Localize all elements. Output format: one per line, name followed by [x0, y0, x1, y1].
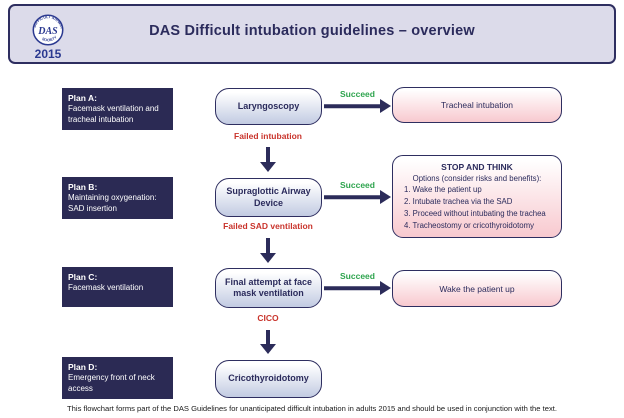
- arrow-shaft: [324, 286, 382, 290]
- plan-b-box: Plan B: Maintaining oxygenation: SAD ins…: [62, 177, 173, 220]
- plan-b-description: Maintaining oxygenation: SAD insertion: [68, 193, 157, 213]
- succeed-label-plan-a: Succeed: [340, 89, 375, 99]
- stop-option-1: 1. Wake the patient up: [404, 185, 482, 194]
- logo-acronym: DAS: [37, 26, 58, 37]
- node-sad-label: Supraglottic Airway Device: [226, 186, 311, 208]
- stop-and-think-box: STOP AND THINK Options (consider risks a…: [392, 155, 562, 238]
- arrow-shaft: [324, 104, 382, 108]
- down-arrow-failed-intubation: [260, 147, 276, 172]
- stop-and-think-subtitle: Options (consider risks and benefits):: [412, 174, 542, 183]
- logo-arc-bottom-text: SOCIETY: [41, 35, 58, 43]
- node-final-attempt-label: Final attempt at face mask ventilation: [224, 276, 313, 298]
- footer-note: This flowchart forms part of the DAS Gui…: [67, 404, 557, 413]
- outcome-tracheal-intubation: Tracheal intubation: [392, 87, 562, 123]
- plan-c-box: Plan C: Facemask ventilation: [62, 267, 173, 307]
- arrow-head: [260, 162, 276, 172]
- succeed-arrow-plan-c: [324, 281, 391, 295]
- das-logo: DIFFICULT AIRWAY SOCIETY DAS 2015: [22, 8, 74, 64]
- failed-sad-ventilation-label: Failed SAD ventilation: [223, 221, 313, 231]
- plan-c-label: Plan C:: [68, 272, 98, 282]
- header-banner: DIFFICULT AIRWAY SOCIETY DAS 2015 DAS Di…: [8, 4, 616, 64]
- node-laryngoscopy-label: Laryngoscopy: [237, 100, 300, 111]
- stop-and-think-options: 1. Wake the patient up 2. Intubate trach…: [397, 184, 557, 232]
- node-laryngoscopy: Laryngoscopy: [215, 88, 322, 125]
- failed-intubation-label: Failed intubation: [234, 131, 302, 141]
- node-cricothyroidotomy: Cricothyroidotomy: [215, 360, 322, 398]
- arrow-head: [260, 253, 276, 263]
- plan-b-label: Plan B:: [68, 182, 98, 192]
- outcome-tracheal-intubation-label: Tracheal intubation: [441, 100, 513, 110]
- arrow-head: [380, 99, 391, 113]
- outcome-wake-patient-up-label: Wake the patient up: [439, 283, 515, 294]
- stop-option-3: 3. Proceed without intubating the trache…: [404, 209, 546, 218]
- plan-d-description: Emergency front of neck access: [68, 373, 155, 393]
- arrow-head: [380, 281, 391, 295]
- node-cricothyroidotomy-label: Cricothyroidotomy: [228, 373, 309, 384]
- arrow-shaft: [324, 195, 382, 199]
- stop-option-4: 4. Tracheostomy or cricothyroidotomy: [404, 221, 534, 230]
- node-final-attempt-facemask: Final attempt at face mask ventilation: [215, 268, 322, 308]
- arrow-head: [380, 190, 391, 204]
- das-logo-icon: DIFFICULT AIRWAY SOCIETY DAS: [32, 14, 64, 46]
- arrow-shaft: [266, 147, 270, 163]
- node-supraglottic-airway-device: Supraglottic Airway Device: [215, 178, 322, 217]
- logo-year: 2015: [34, 47, 62, 61]
- plan-a-box: Plan A: Facemask ventilation and trachea…: [62, 88, 173, 131]
- outcome-wake-patient-up: Wake the patient up: [392, 270, 562, 307]
- page-title: DAS Difficult intubation guidelines – ov…: [149, 23, 475, 39]
- svg-text:SOCIETY: SOCIETY: [41, 35, 58, 43]
- down-arrow-failed-sad: [260, 238, 276, 263]
- plan-a-label: Plan A:: [68, 93, 97, 103]
- arrow-head: [260, 344, 276, 354]
- arrow-shaft: [266, 238, 270, 254]
- succeed-label-plan-b: Succeed: [340, 180, 375, 190]
- arrow-shaft: [266, 330, 270, 345]
- cico-label: CICO: [257, 313, 279, 323]
- succeed-arrow-plan-b: [324, 190, 391, 204]
- down-arrow-cico: [260, 330, 276, 354]
- succeed-arrow-plan-a: [324, 99, 391, 113]
- stop-option-2: 2. Intubate trachea via the SAD: [404, 197, 513, 206]
- succeed-label-plan-c: Succeed: [340, 271, 375, 281]
- stop-and-think-title: STOP AND THINK: [441, 162, 513, 172]
- plan-c-description: Facemask ventilation: [68, 283, 144, 293]
- plan-d-box: Plan D: Emergency front of neck access: [62, 357, 173, 400]
- plan-d-label: Plan D:: [68, 362, 98, 372]
- plan-a-description: Facemask ventilation and tracheal intuba…: [68, 104, 159, 124]
